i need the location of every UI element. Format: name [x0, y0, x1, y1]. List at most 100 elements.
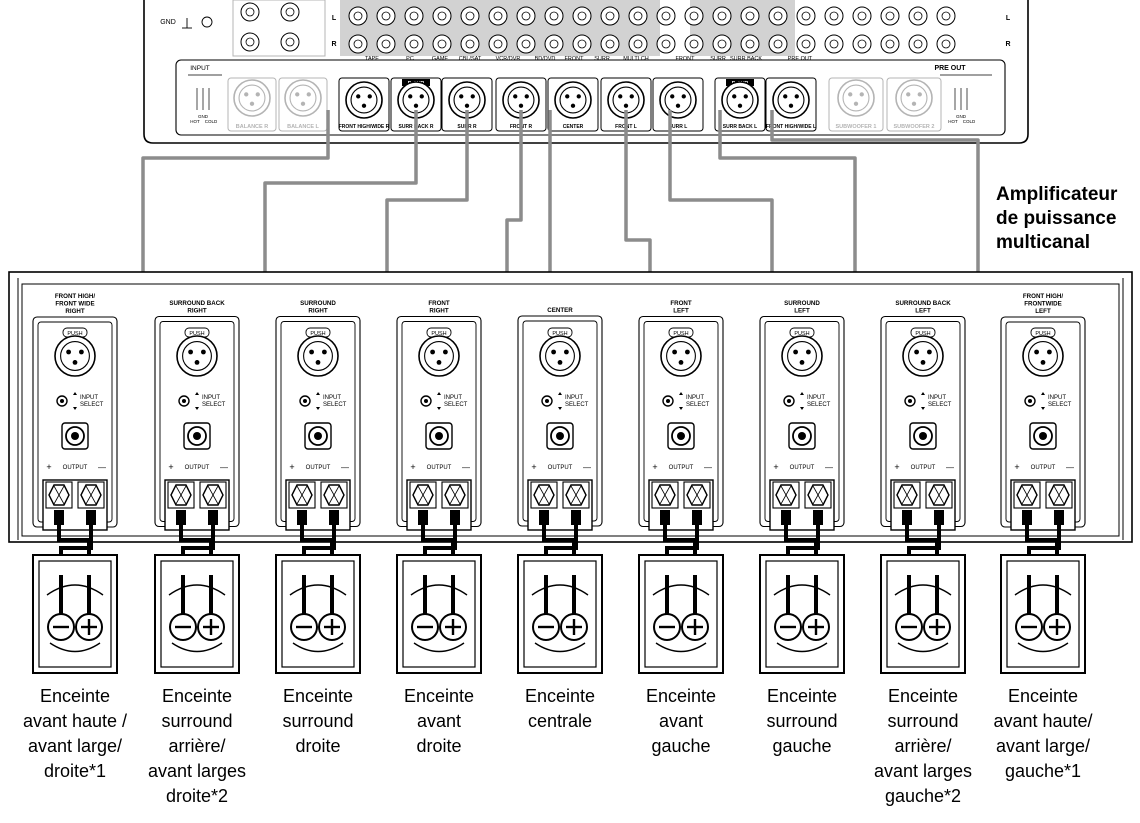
rca-jack — [628, 6, 648, 26]
output-minus-label: — — [825, 463, 833, 472]
rca-jack-center — [773, 11, 783, 21]
xlr-inner-ring — [303, 341, 333, 371]
output-plus-label: + — [46, 462, 51, 472]
pin-label: GND — [198, 114, 209, 119]
rca-jack-center — [885, 11, 895, 21]
output-minus-label: — — [1066, 463, 1074, 472]
push-label: PUSH — [67, 331, 82, 337]
rca-jack — [516, 34, 536, 54]
speaker-label-line: gauche — [772, 736, 832, 756]
rca-jack-center — [409, 11, 419, 21]
channel-title: SURROUND — [784, 300, 820, 307]
xlr-pin — [914, 349, 919, 355]
rca-jack-center — [829, 11, 839, 21]
rca-input-center — [798, 432, 806, 440]
xlr-pin — [859, 92, 864, 97]
rca-jack — [240, 2, 260, 22]
subwoofer-jack-label: SUBWOOFER 2 — [894, 124, 935, 130]
terminal-knob-line — [780, 485, 792, 505]
xlr-pin — [743, 94, 748, 99]
output-label: OUTPUT — [306, 465, 331, 471]
speaker-label-line: gauche*1 — [1004, 761, 1082, 781]
phono-panel — [232, 0, 326, 57]
channel-title: CENTER — [547, 307, 573, 314]
terminal-knob-line — [1053, 485, 1065, 505]
output-minus-label: — — [98, 463, 106, 472]
rca-jack-center — [689, 39, 699, 49]
output-minus-label: — — [341, 463, 349, 472]
rca-jack-center — [857, 39, 867, 49]
rca-jack-center — [465, 39, 475, 49]
output-plus-label: + — [894, 462, 899, 472]
rca-jack — [936, 6, 956, 26]
amp-xlr-input-jack — [781, 335, 823, 377]
output-jack-box — [338, 77, 390, 132]
output-label: OUTPUT — [548, 465, 573, 471]
xlr-inner-ring — [182, 341, 212, 371]
output-jack-box — [652, 77, 704, 132]
rca-jack-center — [577, 11, 587, 21]
amp-xlr-input-jack — [297, 335, 339, 377]
speaker-label-line: droite — [295, 736, 341, 756]
terminal-knob-line — [53, 485, 65, 505]
rca-jack — [852, 6, 872, 26]
channel-title: SURROUND BACK — [169, 300, 225, 307]
rca-jack — [544, 6, 564, 26]
rca-jack — [824, 34, 844, 54]
channel-title: FRONT WIDE — [55, 301, 94, 308]
input-select-label: INPUT — [807, 395, 825, 401]
rca-jack — [404, 34, 424, 54]
speaker-cone-arc — [894, 584, 952, 596]
xlr-inner-ring — [60, 341, 90, 371]
channel-title: FRONT HIGH/ — [1023, 293, 1063, 300]
subwoofer-jack-box — [886, 77, 942, 132]
amplifier-title-line: Amplificateur — [996, 184, 1118, 205]
speaker-unit — [638, 525, 724, 674]
speaker-label-line: Enceinte — [403, 686, 475, 706]
rca-jack — [348, 6, 368, 26]
rca-jack — [796, 34, 816, 54]
input-select-label: SELECT — [565, 402, 589, 408]
rca-jack-center — [381, 11, 391, 21]
terminal-knob-line — [328, 485, 340, 505]
rca-jack-center — [285, 7, 295, 17]
channel-title: SURROUND BACK — [895, 300, 951, 307]
rca-jack-center — [745, 11, 755, 21]
speaker-label-line: Enceinte — [524, 686, 596, 706]
output-jack-label: FRONT HIGH/WIDE R — [339, 124, 390, 130]
rca-jack — [880, 6, 900, 26]
output-jack-box — [547, 77, 599, 132]
rca-jack — [600, 34, 620, 54]
input-select-switch-center — [545, 399, 549, 403]
xlr-pin — [557, 360, 563, 365]
input-section-label: SURR BACK — [730, 56, 762, 62]
speaker-cabinet-inner — [886, 560, 960, 668]
speaker-label-line: avant haute / — [22, 711, 128, 731]
rca-jack-center — [941, 11, 951, 21]
xlr-pin — [906, 92, 911, 97]
xlr-pin — [249, 101, 255, 106]
terminal-post — [1054, 510, 1064, 525]
speaker-cone-arc — [413, 642, 465, 653]
terminal-post — [297, 510, 307, 525]
rca-jack — [628, 34, 648, 54]
terminal-knob-line — [659, 485, 671, 505]
input-select-label: INPUT — [928, 395, 946, 401]
terminal-post — [692, 510, 702, 525]
xlr-inner-ring — [842, 84, 870, 112]
rca-jack-center — [745, 39, 755, 49]
speaker-cone-arc — [171, 642, 223, 653]
xlr-inner-ring — [908, 341, 938, 371]
speaker-label-line: Enceinte — [161, 686, 233, 706]
speaker-cone-arc — [652, 584, 710, 596]
output-label: OUTPUT — [790, 465, 815, 471]
rca-jack — [880, 34, 900, 54]
push-label: PUSH — [794, 331, 809, 337]
terminal-knob-line — [538, 485, 550, 505]
xlr-pin — [66, 349, 71, 355]
xlr-pin — [551, 349, 556, 355]
